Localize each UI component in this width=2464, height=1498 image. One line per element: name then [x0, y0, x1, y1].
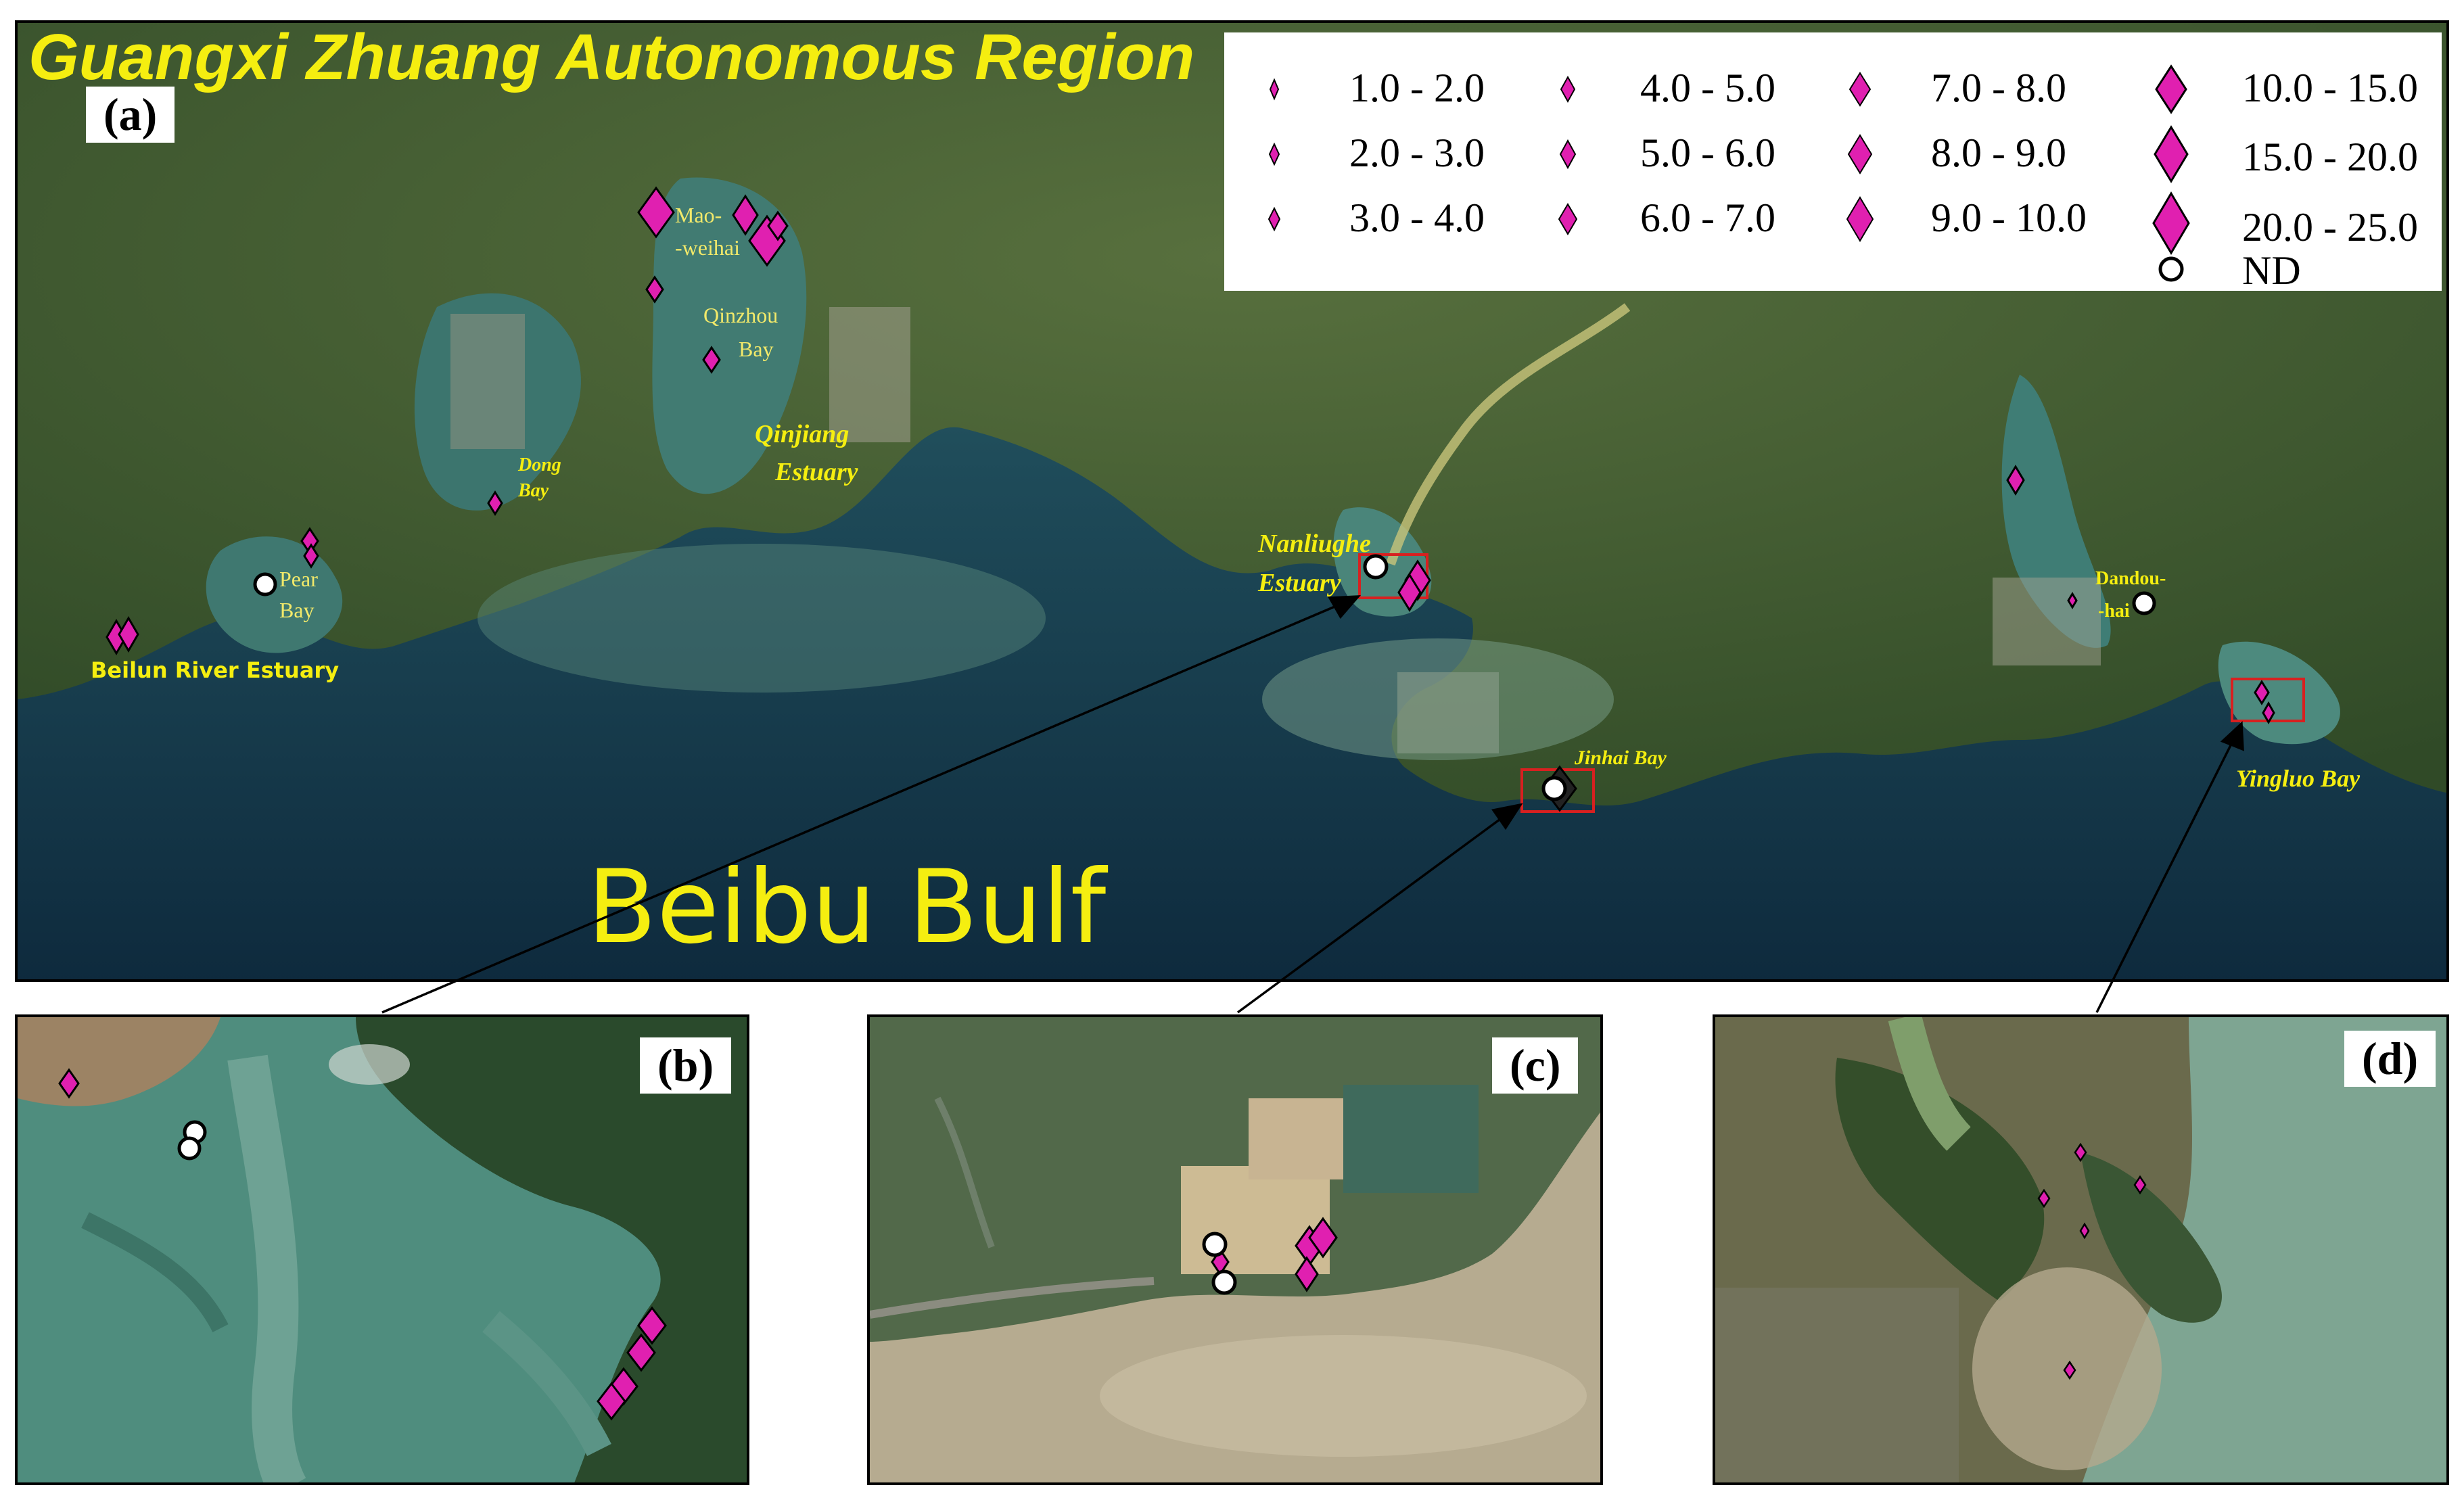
label-dandou-1: Dandou- [2095, 568, 2166, 589]
panel-label-d: (d) [2344, 1031, 2436, 1087]
label-pear-2: Bay [279, 598, 315, 622]
label-beibu-gulf: Beibu Bulf [587, 849, 1107, 966]
inset-b-background [18, 1017, 747, 1482]
label-dong-2: Bay [518, 480, 549, 501]
inset-c-background [870, 1017, 1600, 1482]
legend-diamond-icon-2 [1268, 142, 1280, 166]
legend-diamond-icon-6 [1558, 203, 1578, 235]
label-nanliughe-1: Nanliughe [1258, 530, 1371, 558]
label-nanliughe-2: Estuary [1258, 569, 1341, 597]
legend-label-6: 6.0 - 7.0 [1640, 195, 1775, 240]
legend-diamond-icon-8 [1847, 134, 1873, 174]
legend-label-4: 4.0 - 5.0 [1640, 66, 1775, 110]
legend-diamond-icon-7 [1849, 72, 1872, 107]
label-maoweihai-2: -weihai [675, 235, 740, 260]
legend-label-10: 10.0 - 15.0 [2242, 66, 2418, 110]
inset-panel-d: (d) [1713, 1014, 2449, 1485]
label-dandou-2: -hai [2098, 601, 2130, 622]
legend-label-8: 8.0 - 9.0 [1931, 131, 2066, 175]
label-yingluo-bay: Yingluo Bay [2236, 765, 2361, 792]
legend-label-1: 1.0 - 2.0 [1349, 66, 1485, 110]
legend-label-nd: ND [2242, 248, 2301, 293]
legend-diamond-icon-10 [2155, 64, 2187, 114]
concentration-legend: 1.0 - 2.0 2.0 - 3.0 3.0 - 4.0 4.0 - 5.0 … [1224, 32, 2442, 293]
legend-label-12: 20.0 - 25.0 [2242, 205, 2418, 250]
legend-diamond-icon-4 [1560, 75, 1576, 103]
legend-label-9: 9.0 - 10.0 [1931, 195, 2087, 240]
label-jinhai-bay: Jinhai Bay [1575, 747, 1667, 769]
legend-diamond-icon-1 [1269, 78, 1280, 101]
legend-label-11: 15.0 - 20.0 [2242, 135, 2418, 179]
legend-label-2: 2.0 - 3.0 [1349, 131, 1485, 175]
label-qinzhou-1: Qinzhou [703, 303, 778, 327]
label-qinjiang-2: Estuary [775, 458, 858, 486]
legend-diamond-icon-12 [2152, 191, 2190, 255]
legend-label-5: 5.0 - 6.0 [1640, 131, 1775, 175]
legend-label-7: 7.0 - 8.0 [1931, 66, 2066, 110]
panel-label-c: (c) [1492, 1037, 1579, 1094]
label-pear-1: Pear [279, 567, 318, 591]
inset-panel-c: (c) [867, 1014, 1603, 1485]
inset-panel-b: (b) [15, 1014, 749, 1485]
label-qinzhou-2: Bay [739, 337, 774, 361]
legend-diamond-icon-9 [1846, 196, 1874, 242]
label-beilun-estuary: Beilun River Estuary [91, 657, 340, 683]
legend-nd-circle-icon [2158, 256, 2184, 282]
legend-label-3: 3.0 - 4.0 [1349, 195, 1485, 240]
label-dong-1: Dong [518, 454, 561, 475]
label-qinjiang-1: Qinjiang [755, 420, 850, 448]
panel-label-b: (b) [640, 1037, 732, 1094]
legend-diamond-icon-3 [1268, 206, 1281, 232]
panel-label-a: (a) [86, 87, 175, 143]
label-maoweihai-1: Mao- [675, 203, 722, 227]
legend-diamond-icon-5 [1559, 139, 1577, 170]
map-title: Guangxi Zhuang Autonomous Region [28, 21, 1195, 93]
inset-d-background [1715, 1017, 2446, 1482]
legend-diamond-icon-11 [2154, 125, 2189, 183]
